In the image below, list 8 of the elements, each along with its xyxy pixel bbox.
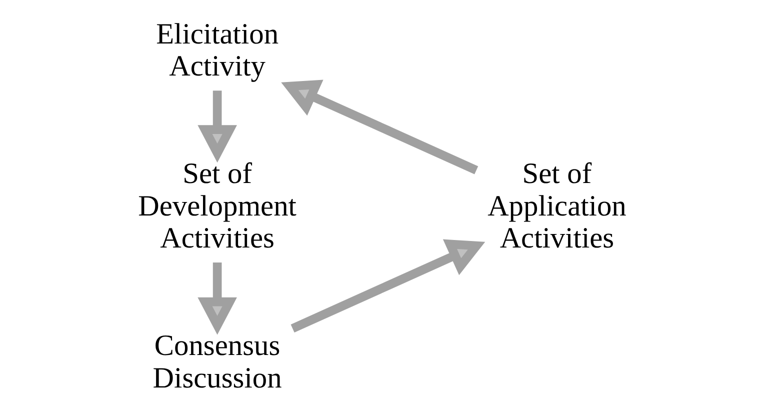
node-text: Elicitation Activity [156,18,279,83]
arrow [290,239,486,333]
arrow [281,80,478,174]
node-text: Set of Application Activities [488,158,626,255]
arrow [198,90,237,163]
arrow [198,262,237,335]
node-text: Set of Development Activities [138,158,296,255]
node-text: Consensus Discussion [152,330,282,394]
